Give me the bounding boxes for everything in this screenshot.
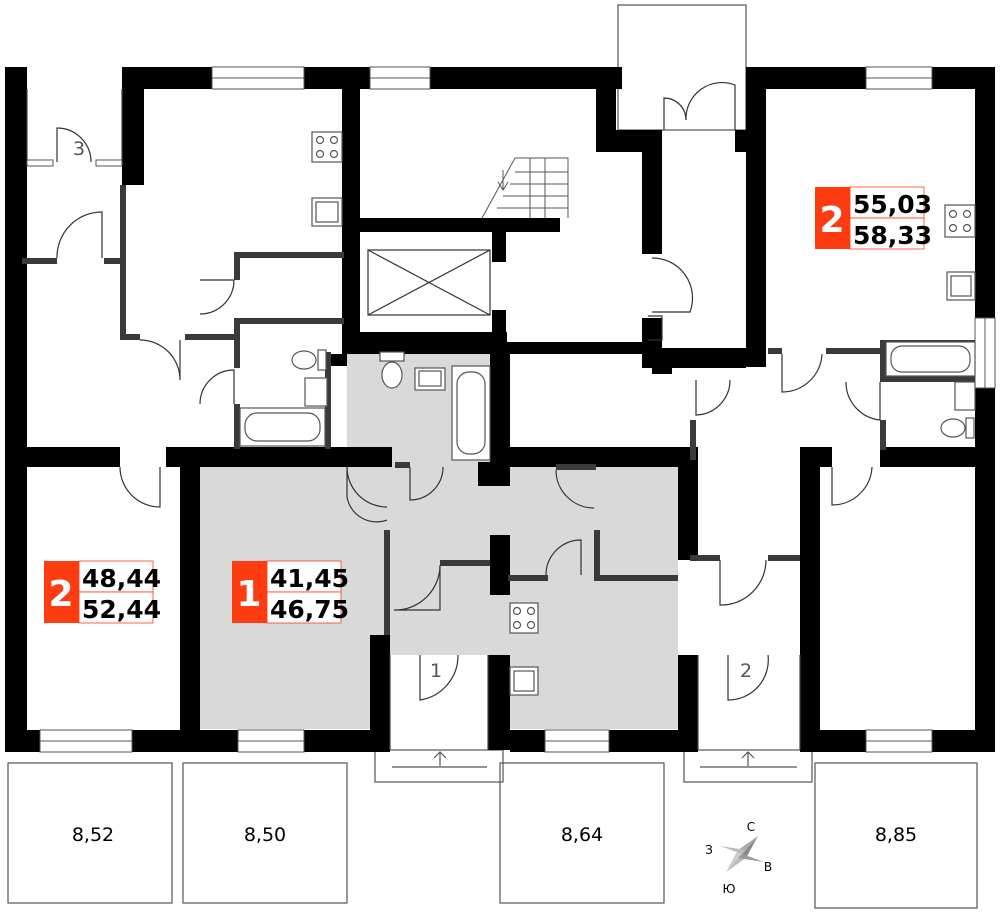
room-count: 1 [236, 574, 261, 615]
room-count-badge [232, 561, 267, 623]
vestibule-top [617, 4, 747, 131]
compass-icon: С В Ю З [705, 820, 772, 896]
terrace-2[interactable] [182, 762, 348, 904]
plumbing-fixtures [239, 131, 976, 696]
terrace-3-area: 8,64 [561, 824, 603, 846]
total-area: 52,44 [82, 595, 161, 624]
stove-icon [509, 602, 539, 634]
living-area: 48,44 [82, 564, 161, 593]
interior-walls [5, 89, 975, 752]
room-count-badge [44, 561, 79, 623]
porches [374, 749, 813, 783]
room-count: 2 [48, 574, 73, 615]
compass-north: С [747, 820, 755, 834]
apartment-label-right[interactable]: 2 55,03 58,33 [815, 186, 932, 250]
apartment-label-left[interactable]: 2 48,44 52,44 [44, 560, 161, 624]
terraces: 8,52 8,50 8,64 8,85 [7, 762, 978, 909]
terrace-4-area: 8,85 [875, 824, 917, 846]
stove-icon [311, 131, 343, 163]
toilet-icon [381, 361, 403, 389]
living-area: 55,03 [853, 190, 932, 219]
entrance-hall-outlines [26, 89, 801, 750]
terrace-2-area: 8,50 [244, 824, 286, 846]
sink-icon [304, 377, 328, 407]
entrance-number-3: 3 [73, 138, 85, 160]
stove-icon [944, 204, 976, 238]
terrace-1[interactable] [7, 762, 173, 904]
windows [26, 66, 996, 753]
partitions [22, 185, 975, 635]
total-area: 58,33 [853, 221, 932, 250]
compass-west: З [705, 843, 713, 857]
sink-icon [954, 381, 976, 411]
toilet-icon [940, 418, 966, 438]
doors [56, 81, 881, 701]
entrance-number-2: 2 [740, 660, 752, 682]
terrace-1-area: 8,52 [72, 824, 114, 846]
terrace-3[interactable] [499, 762, 665, 904]
apartment-label-center[interactable]: 1 41,45 46,75 [232, 560, 349, 624]
total-area: 46,75 [270, 595, 349, 624]
entrance-number-1: 1 [430, 660, 442, 682]
toilet-icon [291, 350, 317, 370]
compass-east: В [764, 860, 772, 874]
room-count: 2 [819, 200, 844, 241]
terrace-4[interactable] [814, 762, 978, 909]
room-count-badge [815, 187, 850, 249]
staircase [481, 157, 569, 219]
living-area: 41,45 [270, 564, 349, 593]
compass-south: Ю [723, 882, 736, 896]
elevator-shaft [367, 249, 491, 316]
